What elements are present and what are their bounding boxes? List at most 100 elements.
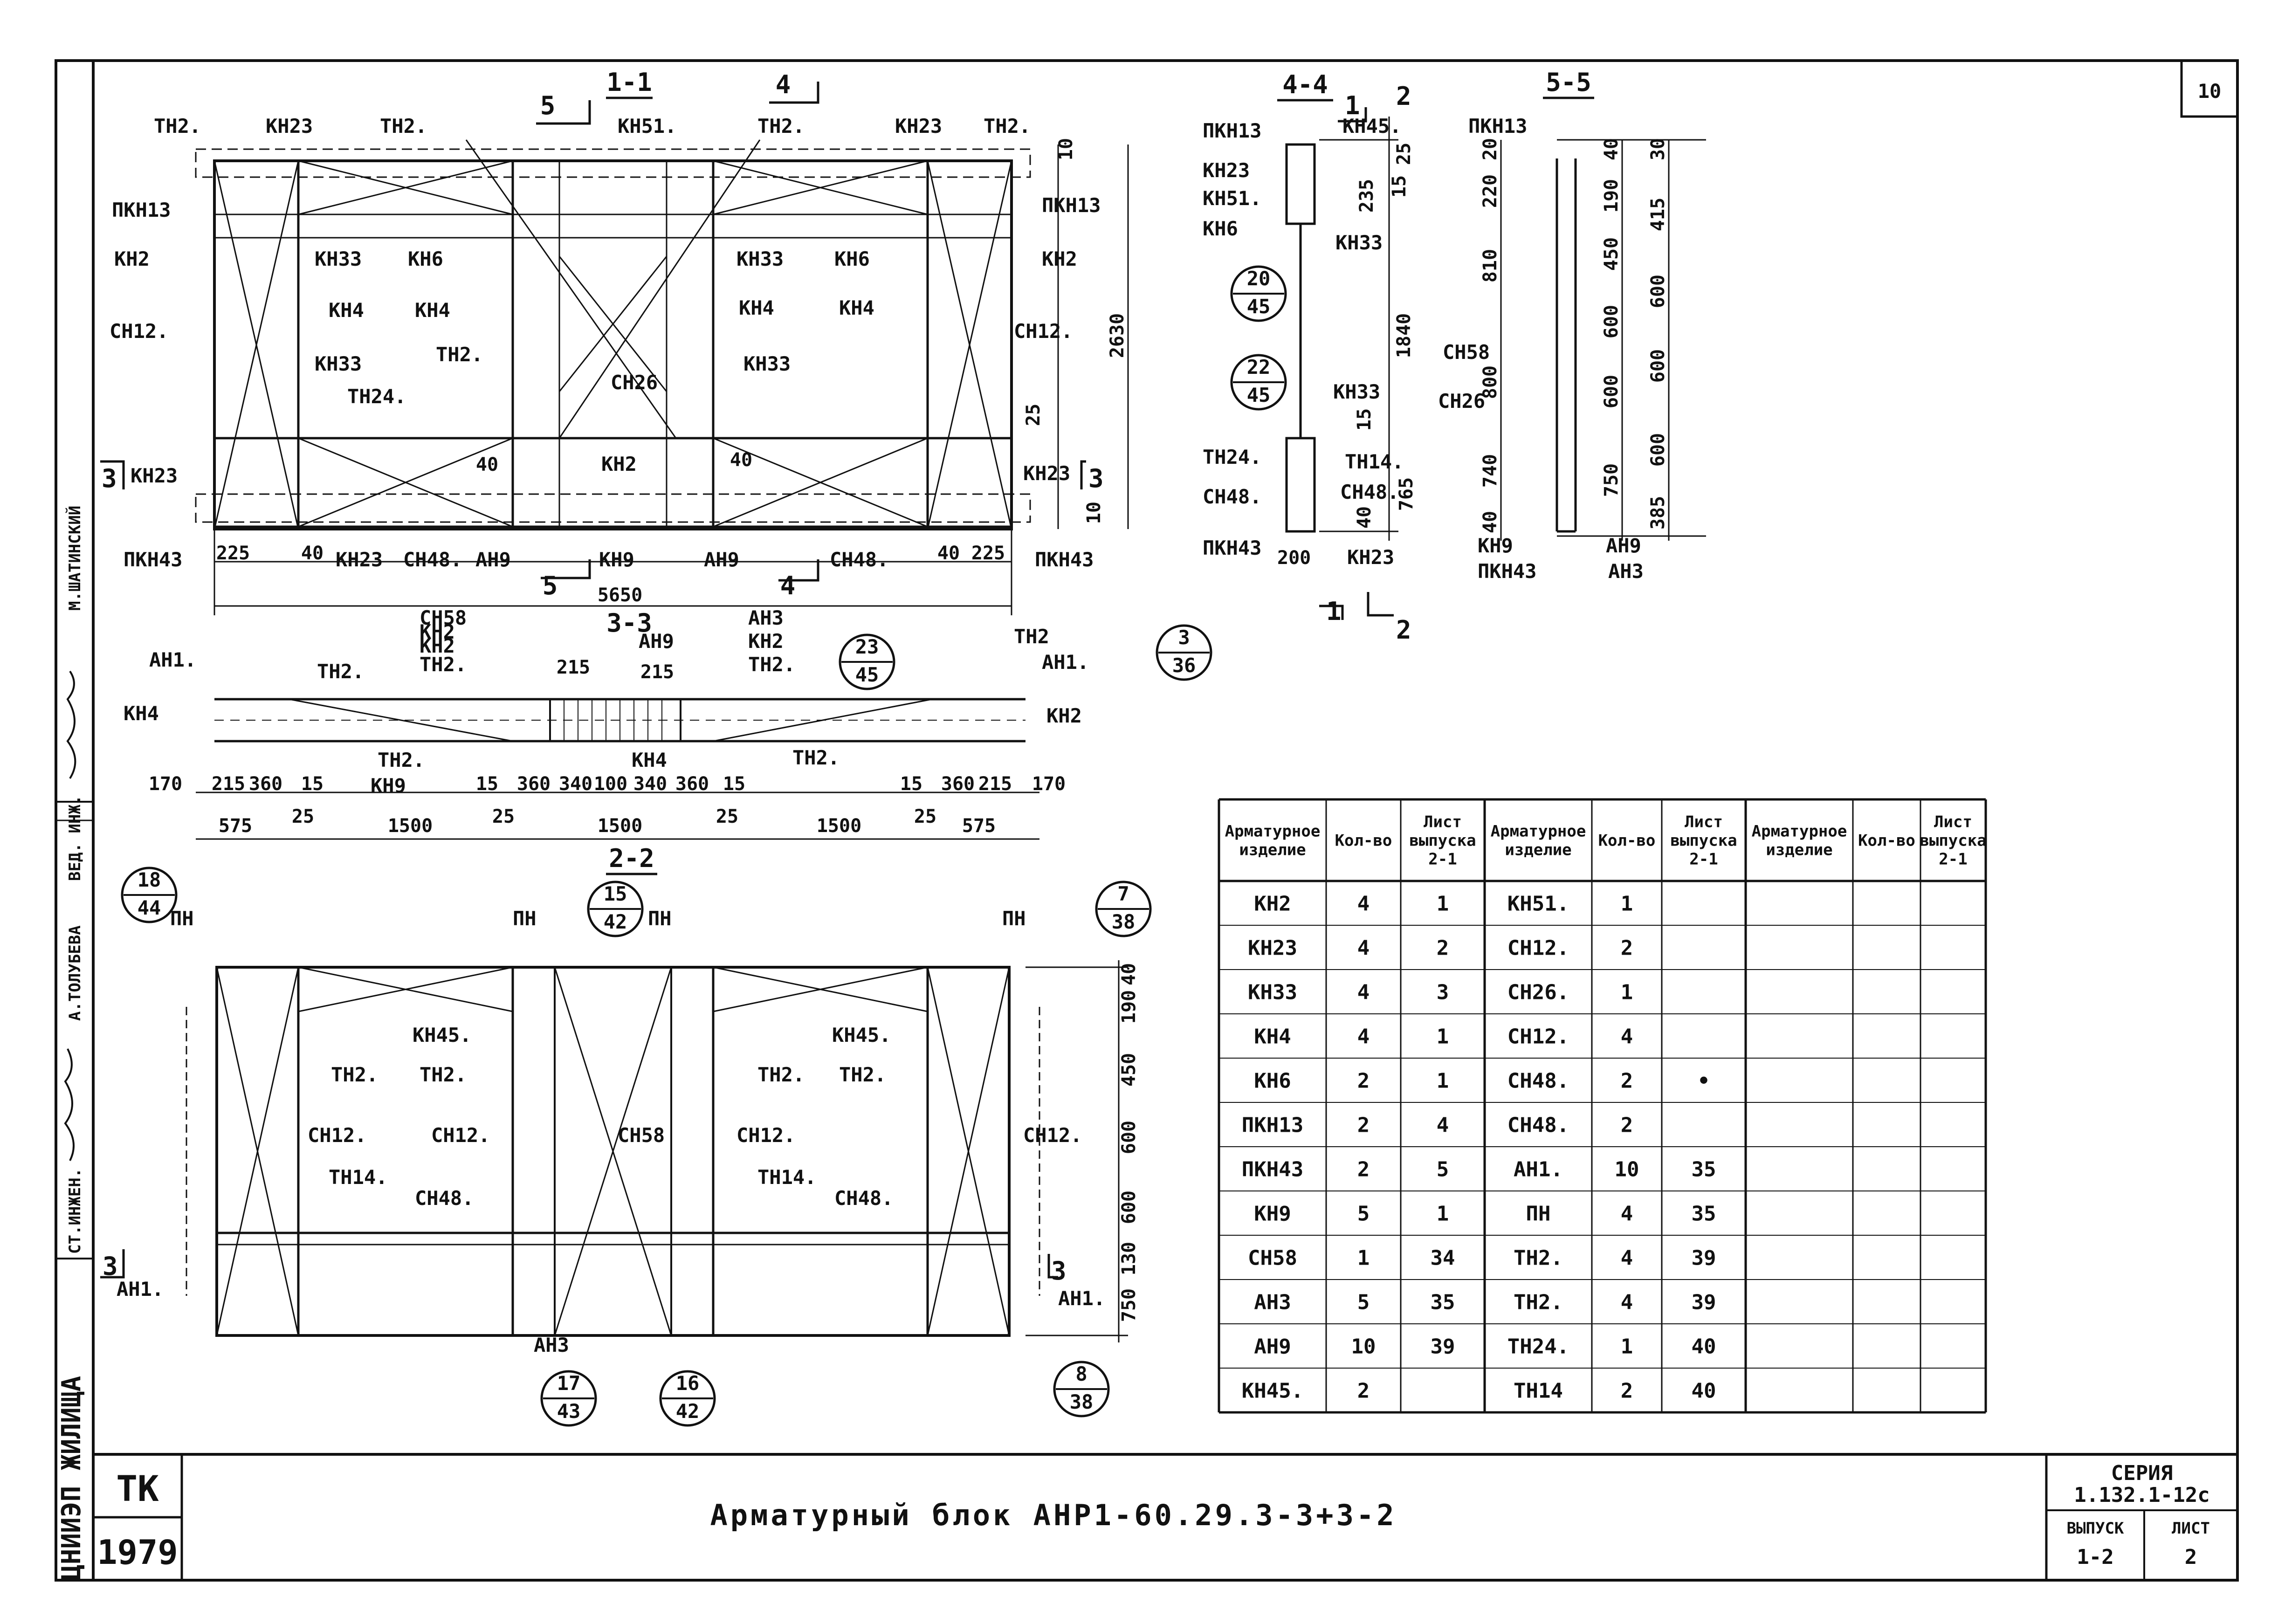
circle-23-bottom: 45 bbox=[855, 663, 879, 686]
name-tolubeva: А.ТОЛУБЕВА bbox=[66, 925, 84, 1021]
circle-17-43 bbox=[540, 1370, 597, 1427]
lbl-22-14: СН12. bbox=[1023, 1124, 1082, 1147]
lbl-44-12: КН23 bbox=[1347, 546, 1394, 569]
table-header-8-0: Лист bbox=[1934, 813, 1972, 832]
table-cell: 39 bbox=[1431, 1335, 1455, 1359]
dim-40-mid-b: 40 bbox=[730, 449, 752, 471]
signature-scribble-2 bbox=[66, 670, 76, 779]
lbl-33-0: АН1. bbox=[149, 648, 196, 671]
dim-33-18: 25 bbox=[292, 806, 314, 827]
table-header-5-1: выпуска bbox=[1670, 832, 1737, 850]
table-cell: 4 bbox=[1357, 936, 1370, 960]
dim-33-7: 100 bbox=[594, 773, 627, 795]
table-cell: • bbox=[1698, 1069, 1710, 1093]
lbl-33-16: КН4 bbox=[632, 749, 667, 771]
table-cell: ПКН43 bbox=[1242, 1158, 1303, 1182]
dim-33-3: 15 bbox=[301, 773, 323, 795]
lbl-11-36: ПКН43 bbox=[1035, 548, 1094, 571]
circle-22-top: 22 bbox=[1247, 356, 1271, 378]
lbl-22-13: СН12. bbox=[736, 1124, 795, 1147]
sheet-label: ЛИСТ bbox=[2172, 1519, 2210, 1538]
issue-value: 1-2 bbox=[2077, 1545, 2113, 1569]
cut-4-top: 4 bbox=[776, 70, 791, 99]
view-3-3: 3-3 23 45 3 36 АН1. ТН2. КН2 bbox=[124, 606, 1212, 840]
dim-225-left: 225 bbox=[216, 543, 250, 564]
table-cell: СН58 bbox=[1248, 1246, 1297, 1270]
table-header-4-0: Кол-во bbox=[1598, 832, 1656, 850]
dim-55-m-4: 600 bbox=[1601, 375, 1622, 408]
lbl-11-31: СН48. bbox=[403, 548, 462, 571]
lbl-44-10: ТН14. bbox=[1345, 450, 1404, 473]
lbl-44-1: КН23 bbox=[1203, 159, 1250, 182]
table-header-8-1: выпуска bbox=[1920, 832, 1986, 850]
dim-33-10: 15 bbox=[723, 773, 745, 795]
series-value: 1.132.1-12с bbox=[2074, 1483, 2209, 1507]
circle-16-top: 16 bbox=[676, 1372, 700, 1395]
dim-33-19: 1500 bbox=[388, 815, 433, 837]
circle-15-top: 15 bbox=[604, 882, 627, 905]
table-header-3-0: Арматурное bbox=[1491, 822, 1586, 841]
lbl-11-28: КН23 bbox=[1023, 462, 1070, 485]
lbl-11-8: ПКН13 bbox=[1042, 194, 1101, 217]
sheet-value: 2 bbox=[2185, 1545, 2197, 1569]
lbl-33-6: АН9 bbox=[639, 630, 674, 653]
table-cell: КН9 bbox=[1254, 1202, 1291, 1226]
dim-44-765: 765 bbox=[1396, 477, 1417, 511]
table-cell: 40 bbox=[1692, 1379, 1716, 1403]
cut-44-2-bottom: 2 bbox=[1396, 615, 1411, 645]
table-cell: 35 bbox=[1692, 1202, 1716, 1226]
table-cell: АН9 bbox=[1254, 1335, 1291, 1359]
view-5-5: 5-5 ПКН13 СН58 СН26 КН9 ПКН43 АН9 АН3 20… bbox=[1438, 68, 1706, 583]
lbl-44-5: КН33 bbox=[1335, 231, 1383, 254]
table-cell: 1 bbox=[1437, 892, 1449, 916]
lbl-33-4: КН2 bbox=[420, 634, 455, 657]
table-cell: 35 bbox=[1692, 1158, 1716, 1182]
lbl-33-12: КН2 bbox=[1046, 704, 1082, 727]
lbl-11-34: АН9 bbox=[704, 548, 739, 571]
dim-55-m-5: 750 bbox=[1601, 463, 1622, 497]
dim-55-l-1: 220 bbox=[1480, 174, 1501, 208]
issue-label: ВЫПУСК bbox=[2067, 1519, 2124, 1538]
circle-17-bottom: 43 bbox=[557, 1400, 581, 1423]
lbl-33-17: ТН2. bbox=[792, 746, 840, 769]
lbl-11-14: КН2 bbox=[1042, 248, 1077, 270]
table-cell: 1 bbox=[1357, 1246, 1370, 1270]
table-header-2-1: выпуска bbox=[1409, 832, 1476, 850]
lbl-11-5: КН23 bbox=[895, 115, 942, 138]
table-header-6-1: изделие bbox=[1766, 841, 1832, 860]
table-cell: 40 bbox=[1692, 1335, 1716, 1359]
table-cell: 10 bbox=[1351, 1335, 1376, 1359]
dim-33-14: 170 bbox=[1032, 773, 1066, 795]
lbl-11-7: ПКН13 bbox=[112, 199, 171, 221]
lbl-11-23: КН33 bbox=[743, 352, 791, 375]
view-title-1-1: 1-1 bbox=[606, 68, 652, 97]
lbl-22-9: ТН2. bbox=[839, 1063, 886, 1086]
view-1-1-dims bbox=[213, 145, 1129, 615]
role-senior-engineer: СТ.ИНЖЕН. bbox=[66, 1168, 84, 1254]
dim-33-0: 170 bbox=[149, 773, 182, 795]
lbl-11-26: КН23 bbox=[131, 464, 178, 487]
dim-33-1: 215 bbox=[212, 773, 245, 795]
lbl-11-20: СН12. bbox=[1014, 320, 1073, 343]
view-title-2-2: 2-2 bbox=[609, 844, 654, 873]
lbl-44-0: ПКН13 bbox=[1203, 119, 1261, 142]
table-cell: 2 bbox=[1621, 936, 1633, 960]
lbl-22-18: СН48. bbox=[834, 1187, 893, 1210]
lbl-55-3: КН9 bbox=[1478, 534, 1513, 557]
table-cell: 4 bbox=[1357, 1025, 1370, 1049]
table-cell: КН6 bbox=[1254, 1069, 1291, 1093]
lbl-55-4: ПКН43 bbox=[1478, 560, 1536, 583]
circle-3-top: 3 bbox=[1178, 626, 1190, 649]
table-header-2-0: Лист bbox=[1424, 813, 1462, 832]
table-cell: КН51. bbox=[1507, 892, 1569, 916]
table-header-6-0: Арматурное bbox=[1752, 822, 1847, 841]
table-cell: 2 bbox=[1621, 1379, 1633, 1403]
dim-33-24: 25 bbox=[914, 806, 936, 827]
dim-55-r-2: 600 bbox=[1647, 275, 1669, 308]
dim-10-top: 10 bbox=[1055, 138, 1077, 160]
view-1-1-labels: ТН2. КН23 ТН2. КН51. ТН2. КН23 ТН2. ПКН1… bbox=[110, 115, 1101, 571]
circle-22-bottom: 45 bbox=[1247, 384, 1271, 406]
lbl-33-15: КН9 bbox=[371, 774, 406, 797]
dim-33-8: 340 bbox=[633, 773, 667, 795]
